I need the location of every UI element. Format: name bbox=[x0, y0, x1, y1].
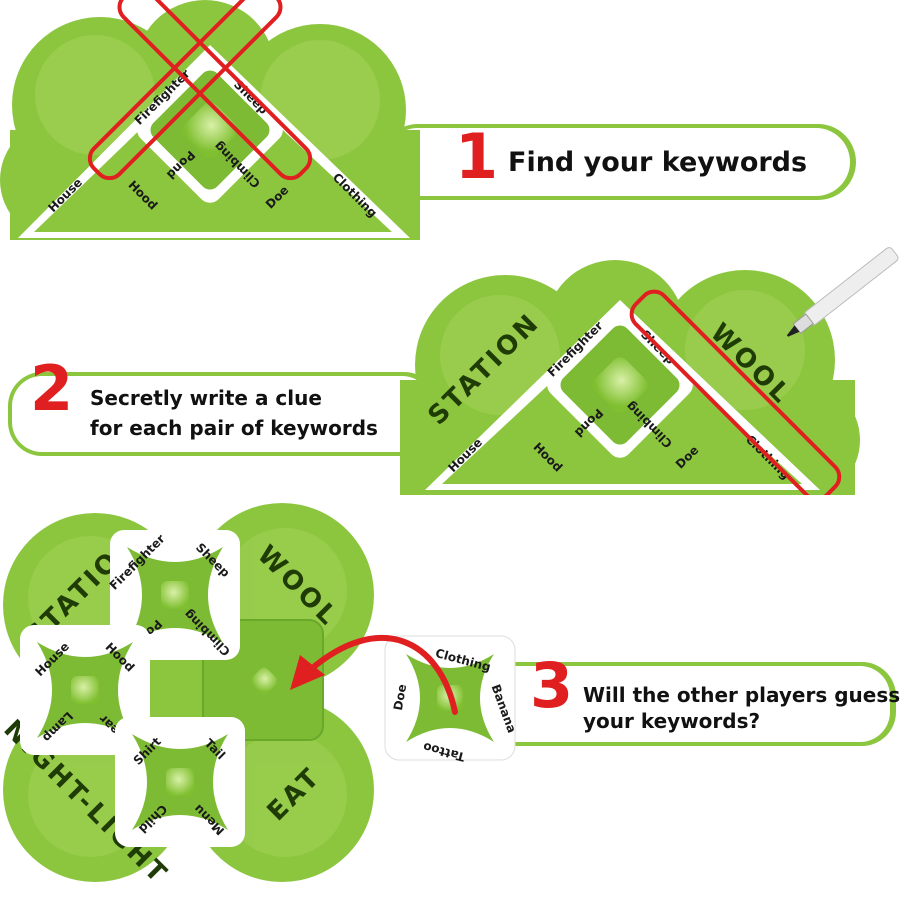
place-card-arrow-icon bbox=[290, 634, 458, 715]
step-2-text-line-2: for each pair of keywords bbox=[90, 416, 378, 440]
step-1-number: 1 bbox=[455, 120, 498, 193]
step-3-board: STATION WOOL NIGHT-LIGHT EAT Firefighter… bbox=[0, 503, 374, 890]
step-2-board: STATION WOOL Firefighter Pond Hood House… bbox=[400, 260, 860, 495]
step-3-text-line-2: your keywords? bbox=[583, 709, 760, 733]
step-1-highlight-left bbox=[87, 0, 283, 181]
step-3-number: 3 bbox=[530, 649, 573, 722]
step-2-text-line-1: Secretly write a clue bbox=[90, 386, 322, 410]
step-1-text: Find your keywords bbox=[508, 147, 807, 178]
step-3-banner: 3 Will the other players guess your keyw… bbox=[470, 649, 900, 746]
step-3-text-line-1: Will the other players guess bbox=[583, 683, 900, 707]
step-2-number: 2 bbox=[30, 352, 73, 425]
step-1-board: Firefighter Pond Hood House Sheep Clothi… bbox=[0, 0, 420, 240]
step-1-banner: 1 Find your keywords bbox=[380, 120, 856, 200]
step-3-card-left[interactable]: House Hood Pear Lamp bbox=[20, 625, 150, 755]
step-1-highlight-right bbox=[117, 0, 313, 181]
marker-pen-icon bbox=[786, 247, 899, 337]
loose-card-word-doe: Doe bbox=[391, 683, 409, 711]
step-2-banner: 2 Secretly write a clue for each pair of… bbox=[8, 352, 438, 456]
step-2-highlight bbox=[629, 289, 842, 495]
step-3-card-bottom[interactable]: Shirt Tail Menu Child bbox=[115, 717, 245, 847]
